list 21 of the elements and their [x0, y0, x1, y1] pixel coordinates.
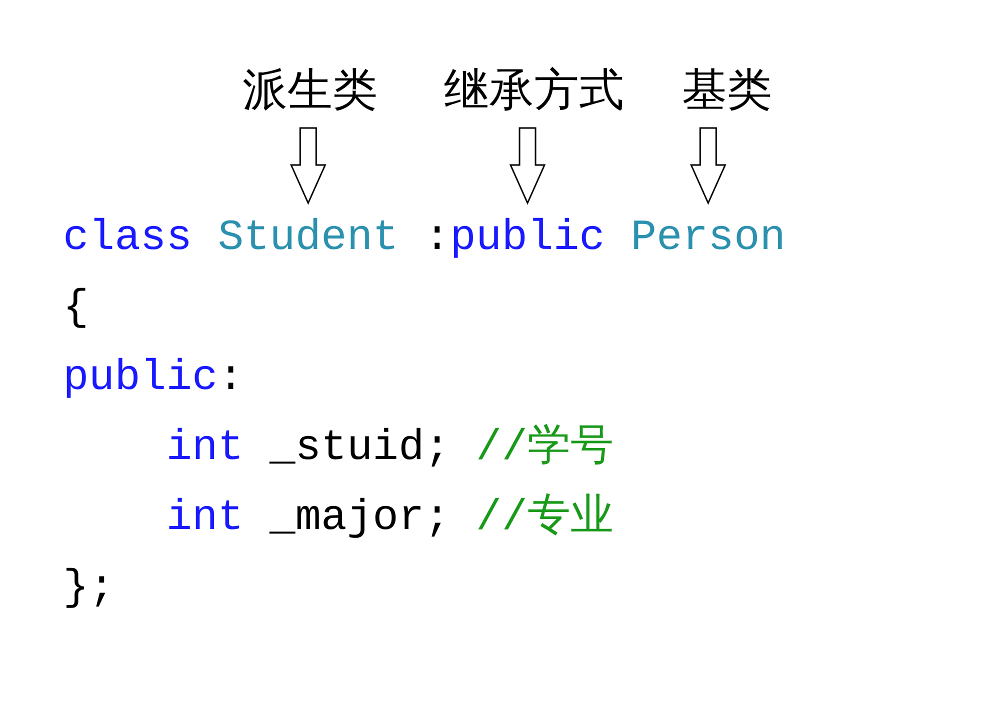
code-text: _major; [269, 492, 450, 544]
code-text: : [218, 352, 244, 404]
code-text: int [166, 492, 244, 544]
code-text: class [63, 212, 192, 264]
code-text: //专业 [476, 492, 614, 544]
code-token: Person [630, 203, 786, 273]
code-text: //学号 [476, 422, 614, 474]
code-token: public [450, 203, 605, 273]
code-text: { [63, 282, 89, 334]
hollow-arrow [290, 127, 326, 205]
code-text: }; [63, 562, 115, 614]
heading-label: 继承方式 [444, 52, 624, 128]
code-text: int [166, 422, 244, 474]
code-text: : [424, 212, 450, 264]
heading-label: 派生类 [242, 52, 378, 128]
hollow-arrow [509, 127, 546, 205]
hollow-arrow [690, 127, 726, 205]
heading-label: 基类 [682, 52, 772, 128]
code-text: _stuid; [269, 422, 450, 474]
code-text: public [63, 352, 218, 404]
code-token: Student [218, 203, 398, 273]
